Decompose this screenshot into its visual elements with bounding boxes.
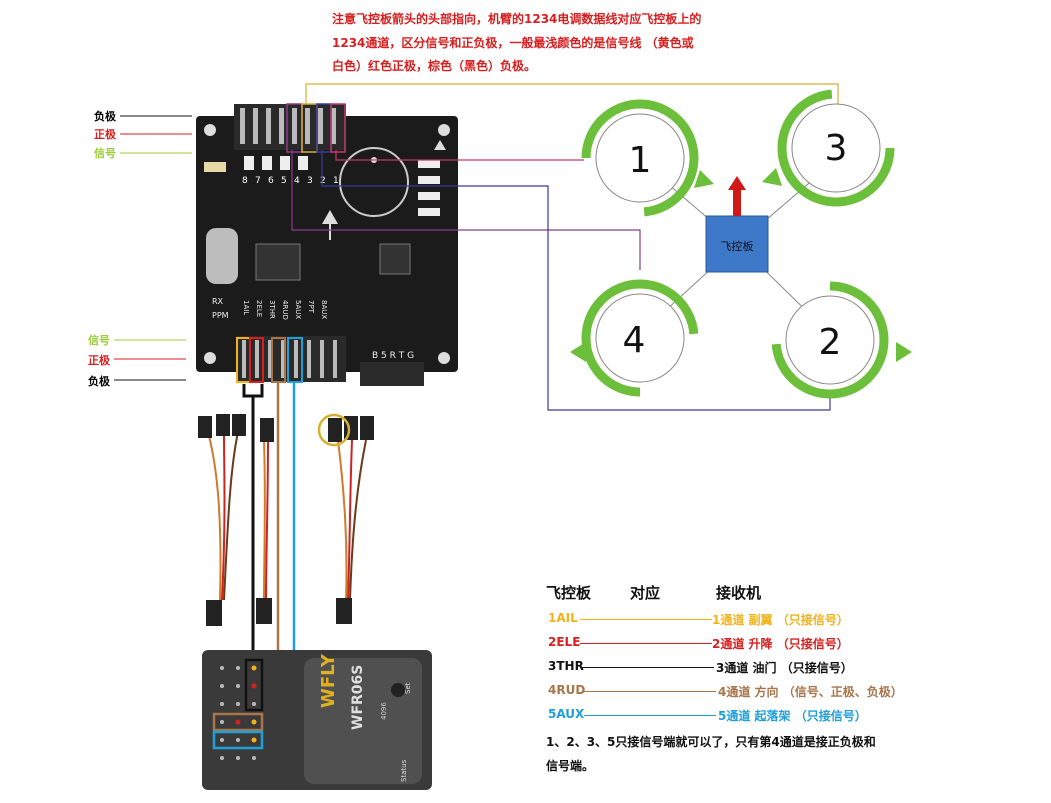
wire-motor1: [335, 150, 584, 161]
map-header-receiver: 接收机: [716, 584, 762, 602]
motor-number-2: 2: [819, 322, 842, 363]
map-row-5-right: 5通道 起落架 （只接信号）: [718, 709, 867, 723]
y-cable-right: [317, 413, 374, 624]
pin-num-1: 1: [333, 176, 339, 186]
quad-diagram: 飞控板 1 3 4 2: [570, 89, 912, 399]
map-row-4-right: 4通道 方向 （信号、正极、负极）: [718, 685, 903, 699]
label-5aux: 5AUX: [294, 300, 302, 319]
note-line-3: 白色）红色正极，棕色（黑色）负极。: [332, 59, 537, 73]
instruction-note: 注意飞控板箭头的头部指向，机臂的1234电调数据线对应飞控板上的 1234通道，…: [332, 8, 732, 79]
map-row-3-right: 3通道 油门 （只接信号）: [716, 661, 853, 675]
bottom-label-negative: 负极: [88, 375, 110, 388]
top-label-positive: 正极: [94, 128, 116, 141]
label-3thr: 3THR: [268, 300, 276, 319]
top-label-signal: 信号: [94, 147, 116, 160]
receiver-set: Set: [404, 682, 412, 694]
receiver: WFLY WFR06S 4096 Set Status: [202, 650, 432, 790]
receiver-sub: 4096: [380, 702, 388, 720]
pin-num-8: 8: [242, 176, 248, 186]
map-header-fc: 飞控板: [546, 584, 592, 602]
label-7pt: 7PT: [307, 300, 315, 314]
label-b5rtg: B 5 R T G: [372, 351, 414, 361]
pin-num-3: 3: [307, 176, 313, 186]
y-cable-left: [198, 414, 246, 626]
pin-num-2: 2: [320, 176, 326, 186]
map-row-3-left: 3THR: [548, 659, 584, 673]
label-8aux: 8AUX: [320, 300, 328, 319]
top-pin-header: [240, 108, 336, 144]
map-row-4-left: 4RUD: [548, 683, 586, 697]
motor-number-3: 3: [825, 128, 848, 169]
receiver-brand: WFLY: [318, 653, 339, 708]
footnote-line-1: 1、2、3、5只接信号端就可以了，只有第4通道是接正负极和: [546, 735, 876, 749]
top-label-negative: 负极: [94, 110, 116, 123]
label-ppm: PPM: [212, 311, 229, 320]
pin-num-6: 6: [268, 176, 274, 186]
wire-motor2: [321, 150, 831, 411]
pin-num-7: 7: [255, 176, 261, 186]
map-row-5-left: 5AUX: [548, 707, 585, 721]
receiver-status: Status: [400, 759, 408, 782]
map-row-1-left: 1AIL: [548, 611, 578, 625]
receiver-model: WFR06S: [350, 665, 366, 730]
forward-arrow-icon: [728, 176, 746, 190]
label-2ele: 2ELE: [255, 300, 263, 317]
wire-motor3: [305, 83, 839, 104]
bottom-label-signal: 信号: [88, 334, 110, 347]
footnote-line-2: 信号端。: [546, 759, 595, 773]
motor-number-4: 4: [623, 320, 646, 361]
wire-motor4: [291, 150, 641, 270]
label-4rud: 4RUD: [281, 300, 289, 320]
bottom-label-positive: 正极: [88, 354, 110, 367]
label-rx: RX: [212, 297, 224, 306]
note-line-1: 注意飞控板箭头的头部指向，机臂的1234电调数据线对应飞控板上的: [332, 12, 702, 26]
pin-num-5: 5: [281, 176, 287, 186]
footnote: 1、2、3、5只接信号端就可以了，只有第4通道是接正负极和 信号端。: [546, 730, 946, 778]
note-line-2: 1234通道，区分信号和正负极，一般最浅颜色的是信号线 （黄色或: [332, 35, 694, 50]
single-cable: [256, 418, 274, 624]
pin-num-4: 4: [294, 176, 300, 186]
flight-controller-board: 8 7 6 5 4 3 2 1 RX PPM 1AIL 2ELE: [196, 103, 458, 386]
map-row-1-right: 1通道 副翼 （只接信号）: [712, 613, 849, 627]
forward-arrow-shaft: [733, 186, 741, 216]
map-row-2-right: 2通道 升降 （只接信号）: [712, 637, 849, 651]
map-header-corresponds: 对应: [630, 584, 661, 602]
map-row-2-left: 2ELE: [548, 635, 581, 649]
motor-number-1: 1: [629, 140, 652, 181]
quad-center-label: 飞控板: [721, 239, 754, 253]
label-1ail: 1AIL: [242, 300, 250, 315]
